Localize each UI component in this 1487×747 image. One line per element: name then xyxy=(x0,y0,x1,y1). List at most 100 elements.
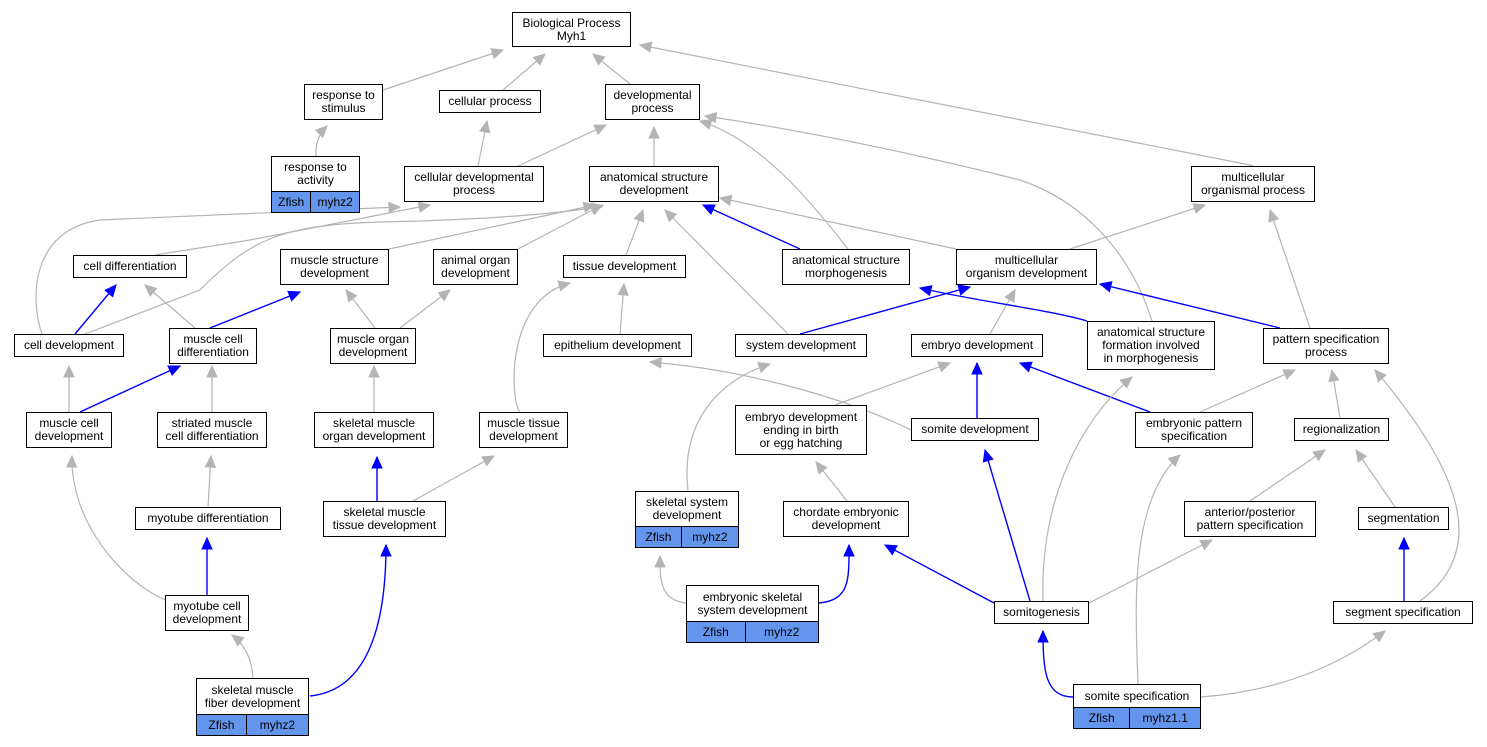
arrowhead xyxy=(718,194,733,207)
go-term-node[interactable]: embryo development xyxy=(911,334,1043,357)
go-term-label: multicellular organism development xyxy=(965,253,1088,280)
go-term-node[interactable]: chordate embryonic development xyxy=(783,501,909,537)
go-term-node[interactable]: cellular developmental process xyxy=(404,166,544,202)
go-term-node[interactable]: pattern specification process xyxy=(1263,328,1389,364)
go-term-label: system development xyxy=(745,338,857,352)
annotation-gene: myhz2 xyxy=(744,622,818,642)
arrowhead xyxy=(638,41,653,53)
edge-eps-to-psp xyxy=(1199,369,1296,413)
arrowhead xyxy=(843,543,855,557)
arrowhead xyxy=(380,543,392,557)
arrowhead xyxy=(287,290,302,302)
arrowhead xyxy=(654,554,666,568)
go-term-label: regionalization xyxy=(1302,422,1381,436)
go-term-node[interactable]: somite development xyxy=(911,418,1039,441)
edge-somd-to-epd xyxy=(649,361,912,431)
arrowhead xyxy=(417,201,432,213)
edge-cdev-to-cdp xyxy=(35,206,401,335)
go-term-node[interactable]: cell development xyxy=(14,334,124,357)
go-term-node[interactable]: response to stimulus xyxy=(304,84,383,120)
annotation-species: Zfish xyxy=(645,529,672,544)
go-term-label: muscle cell differentiation xyxy=(177,332,249,359)
arrowhead xyxy=(757,362,772,374)
go-term-node[interactable]: anterior/posterior pattern specification xyxy=(1184,501,1316,537)
go-term-node[interactable]: anatomical structure development xyxy=(589,166,719,202)
arrowhead xyxy=(592,53,606,66)
go-term-label: multicellular organismal process xyxy=(1200,170,1306,197)
go-term-node[interactable]: multicellular organism development xyxy=(956,249,1097,285)
go-term-node[interactable]: myotube cell development xyxy=(165,595,249,631)
edge-soms-to-eps xyxy=(1135,454,1181,685)
arrowhead xyxy=(1119,376,1133,389)
go-term-node[interactable]: striated muscle cell differentiation xyxy=(157,412,267,448)
go-term-node[interactable]: skeletal muscle organ development xyxy=(314,412,434,448)
arrowhead xyxy=(479,119,491,134)
arrowhead xyxy=(1372,630,1386,643)
go-term-node[interactable]: muscle organ development xyxy=(330,328,416,364)
go-term-node[interactable]: embryo development ending in birth or eg… xyxy=(735,405,867,455)
go-term-node[interactable]: somitogenesis xyxy=(994,601,1089,624)
go-term-label: skeletal muscle tissue development xyxy=(332,505,437,532)
edge-soms-to-segs xyxy=(1200,630,1386,698)
go-term-label: anatomical structure development xyxy=(599,170,709,197)
arrowhead xyxy=(345,289,358,303)
go-term-node[interactable]: anatomical structure formation involved … xyxy=(1087,321,1215,370)
go-term-label: anatomical structure formation involved … xyxy=(1096,325,1206,365)
arrowhead xyxy=(65,454,78,468)
go-term-node[interactable]: regionalization xyxy=(1294,418,1389,441)
go-term-label: muscle tissue development xyxy=(487,416,560,443)
arrowhead xyxy=(144,284,158,297)
arrowhead xyxy=(593,124,608,136)
go-term-node[interactable]: embryonic pattern specification xyxy=(1135,412,1253,448)
arrowhead xyxy=(1282,369,1297,380)
edge-psp-to-mod xyxy=(1099,283,1281,329)
edge-cdev-to-asd xyxy=(84,205,604,335)
go-term-node[interactable]: multicellular organismal process xyxy=(1191,166,1315,202)
go-term-node[interactable]: animal organ development xyxy=(433,249,518,285)
go-term-label: Biological Process Myh1 xyxy=(522,15,621,43)
edge-asfm-to-asm xyxy=(919,287,1088,322)
go-term-node[interactable]: muscle tissue development xyxy=(479,412,568,448)
arrowhead xyxy=(664,209,678,223)
edge-mtd-to-td xyxy=(513,282,571,413)
edge-sd-to-asd xyxy=(664,209,789,335)
go-term-label: pattern specification process xyxy=(1272,332,1380,359)
go-term-node[interactable]: developmental process xyxy=(605,84,700,120)
go-term-label: myotube differentiation xyxy=(147,511,269,525)
go-term-node[interactable]: muscle structure development xyxy=(280,249,389,285)
arrowhead xyxy=(701,204,716,216)
go-term-node[interactable]: segmentation xyxy=(1358,507,1449,530)
go-term-node[interactable]: system development xyxy=(735,334,867,357)
edge-edeb-to-ed xyxy=(834,362,951,406)
go-term-node[interactable]: myotube differentiation xyxy=(135,507,281,530)
arrowhead xyxy=(1167,454,1181,467)
go-term-node[interactable]: muscle cell development xyxy=(26,412,112,448)
arrowhead xyxy=(703,111,718,124)
edge-segs-to-psp xyxy=(1374,369,1460,602)
go-term-node[interactable]: cellular process xyxy=(439,90,541,113)
arrowhead xyxy=(388,201,402,214)
arrowhead xyxy=(1312,449,1326,462)
go-term-node[interactable]: anatomical structure morphogenesis xyxy=(782,249,910,285)
go-term-label: cellular process xyxy=(448,94,532,108)
go-term-label: muscle cell development xyxy=(34,416,104,443)
go-term-node[interactable]: Biological Process Myh1 xyxy=(512,12,631,47)
go-term-label: skeletal system development xyxy=(645,495,729,522)
go-term-node[interactable]: segment specification xyxy=(1333,601,1473,624)
go-term-label: embryo development ending in birth or eg… xyxy=(744,409,858,450)
go-term-label: cell differentiation xyxy=(83,259,177,273)
go-term-node[interactable]: muscle cell differentiation xyxy=(169,328,257,364)
go-term-node[interactable]: tissue development xyxy=(563,255,686,278)
go-term-node[interactable]: skeletal muscle tissue development xyxy=(323,501,446,537)
go-term-node[interactable]: epithelium development xyxy=(543,334,692,357)
go-term-node[interactable]: cell differentiation xyxy=(73,255,187,278)
edge-ssd-to-sd xyxy=(686,363,771,492)
